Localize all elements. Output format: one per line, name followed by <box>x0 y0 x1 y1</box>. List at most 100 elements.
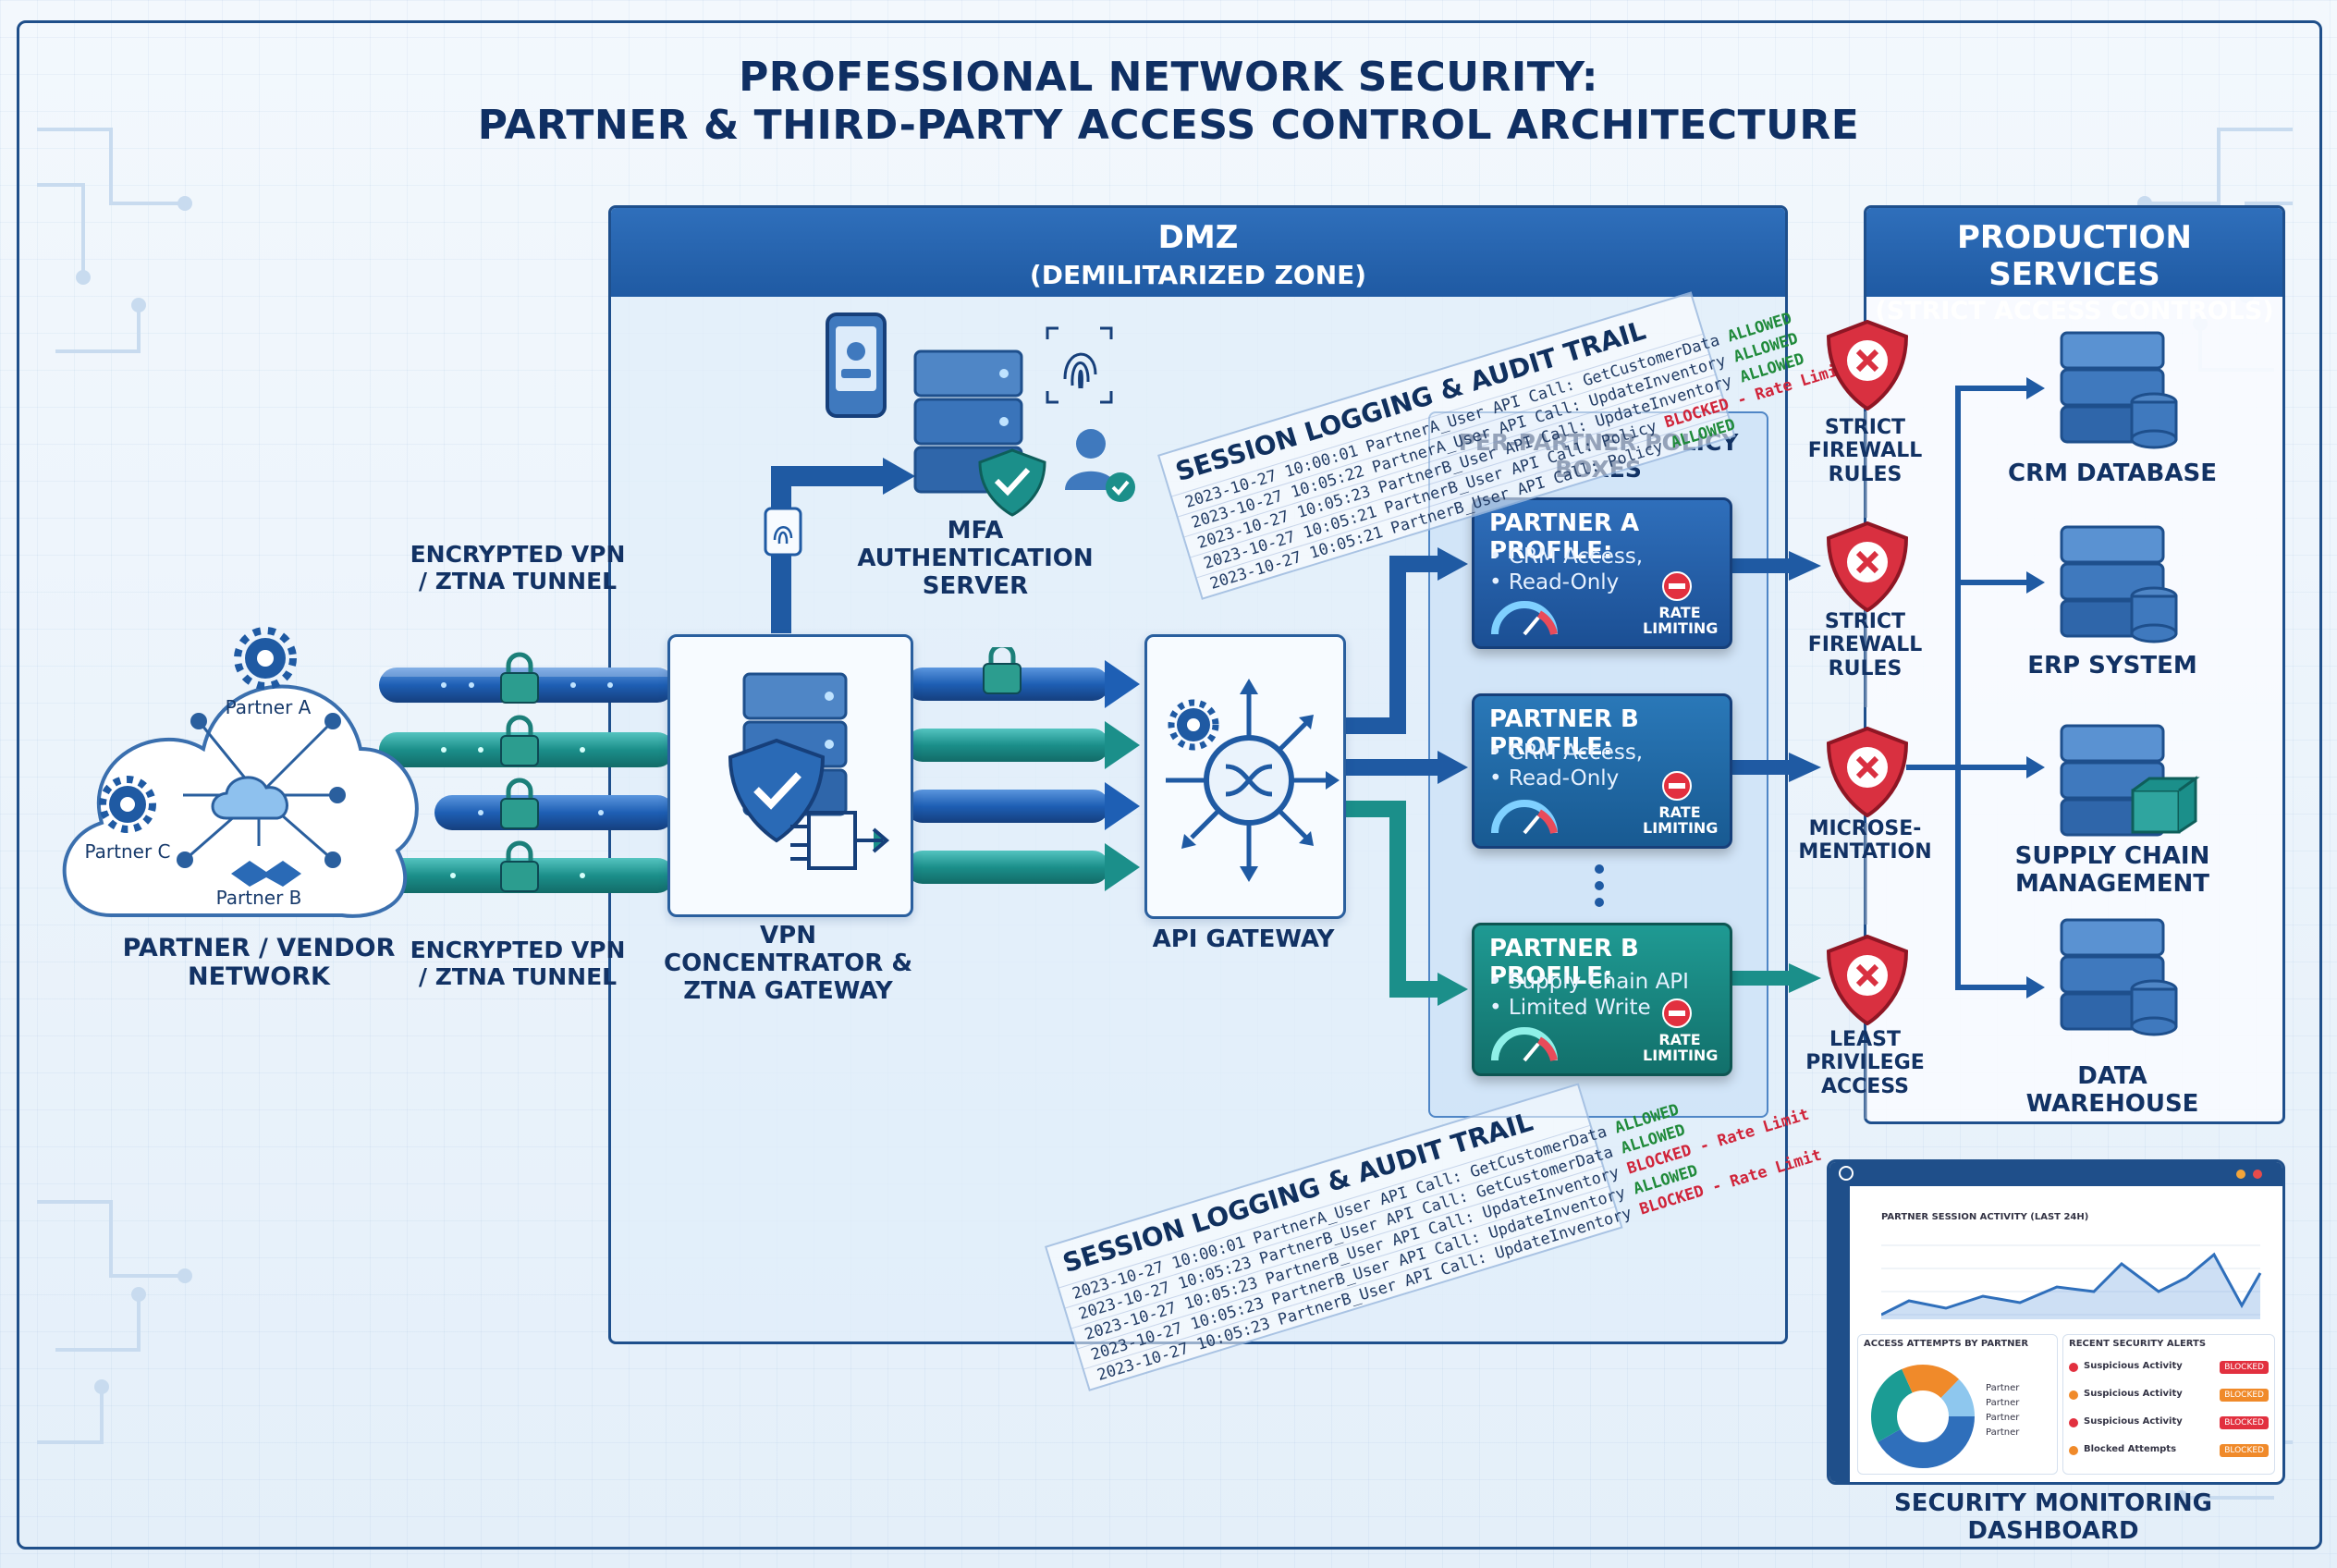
phone-icon <box>826 312 887 418</box>
tunnel-3 <box>434 795 675 830</box>
profile-name: PARTNER A PROFILE: <box>1489 509 1640 565</box>
partner-b-label: Partner B <box>216 887 302 909</box>
alert-icon <box>2069 1446 2078 1455</box>
profile-line: • Limited Write <box>1489 996 1651 1020</box>
alert-tag: BLOCKED <box>2220 1416 2269 1429</box>
alert-icon <box>2069 1390 2078 1400</box>
alert-row[interactable]: Suspicious Activity BLOCKED <box>2069 1387 2269 1409</box>
firewall-label-3: MICROSE- MENTATION <box>1798 817 1932 864</box>
profile-line: • Read-Only <box>1489 570 1620 594</box>
encrypted-tunnels <box>379 652 675 893</box>
vpn-label: VPN CONCENTRATOR & ZTNA GATEWAY <box>664 922 912 1005</box>
vpn-concentrator-box <box>667 634 913 917</box>
title-line-1: PROFESSIONAL NETWORK SECURITY: <box>739 54 1598 101</box>
shield-x-icon <box>1826 934 1909 1026</box>
legend-item: Partner <box>1986 1383 2020 1393</box>
profile-name: PARTNER B PROFILE: <box>1489 705 1639 761</box>
no-entry-icon <box>1662 771 1692 801</box>
dashboard-titlebar <box>1829 1162 2282 1186</box>
profile-name: PARTNER B PROFILE: <box>1489 935 1639 990</box>
access-attempts-title: ACCESS ATTEMPTS BY PARTNER <box>1864 1339 2029 1349</box>
gateway-icon <box>790 811 890 870</box>
api-label: API GATEWAY <box>1152 925 1335 953</box>
dashboard-sidebar <box>1829 1186 1850 1482</box>
alert-tag: BLOCKED <box>2220 1389 2269 1402</box>
firewall-shields <box>1826 319 1909 1026</box>
fingerprint-icon <box>1046 326 1113 404</box>
tunnel-label-top: ENCRYPTED VPN / ZTNA TUNNEL <box>410 541 626 594</box>
tunnel-label-bottom: ENCRYPTED VPN / ZTNA TUNNEL <box>410 937 626 990</box>
activity-chart <box>1881 1244 2262 1319</box>
window-dot-icon <box>2236 1170 2245 1179</box>
gear-icon <box>1168 699 1219 751</box>
alert-title: Blocked Attempts <box>2084 1444 2177 1454</box>
dmz-title: DMZ <box>1157 219 1239 256</box>
profile-line: • CRM Access, <box>1489 741 1644 765</box>
alert-title: Suspicious Activity <box>2084 1416 2183 1427</box>
lock-icon <box>500 652 539 704</box>
access-attempts-panel: ACCESS ATTEMPTS BY PARTNER Partner Partn… <box>1857 1334 2058 1475</box>
service-data-warehouse: DATA WAREHOUSE <box>2025 1062 2199 1118</box>
search-icon <box>1839 1166 1854 1181</box>
gear-icon <box>234 627 297 690</box>
service-crm-database: CRM DATABASE <box>2008 459 2217 487</box>
partner-c-label: Partner C <box>84 840 170 863</box>
handshake-icon <box>231 861 301 887</box>
shield-x-icon <box>1826 521 1909 613</box>
access-pie-chart <box>1871 1365 1975 1468</box>
partner-cloud: Partner A Partner C Partner B <box>62 627 419 918</box>
database-server-icon <box>2060 525 2178 643</box>
alert-title: Suspicious Activity <box>2084 1389 2183 1399</box>
shield-x-icon <box>1826 726 1909 818</box>
lock-icon <box>983 647 1022 694</box>
title-line-2: PARTNER & THIRD-PARTY ACCESS CONTROL ARC… <box>477 102 1860 149</box>
service-supply-chain: SUPPLY CHAIN MANAGEMENT <box>2014 842 2210 898</box>
dashboard-label: SECURITY MONITORING DASHBOARD <box>1893 1489 2213 1545</box>
service-erp-system: ERP SYSTEM <box>2027 652 2197 680</box>
lock-icon <box>500 715 539 766</box>
profile-line: • CRM Access, <box>1489 545 1644 569</box>
profile-line: • Read-Only <box>1489 766 1620 790</box>
gear-icon <box>99 776 156 833</box>
profile-line: • Supply Chain API <box>1489 970 1689 994</box>
activity-chart-title: PARTNER SESSION ACTIVITY (LAST 24H) <box>1881 1212 2089 1222</box>
fingerprint-badge <box>764 507 802 557</box>
shield-check-icon <box>978 448 1046 517</box>
database-server-icon <box>2060 918 2178 1036</box>
legend-item: Partner <box>1986 1413 2020 1423</box>
shield-x-icon <box>1826 319 1909 411</box>
gauge-icon <box>1491 601 1558 636</box>
partner-network-label: PARTNER / VENDOR NETWORK <box>122 934 396 992</box>
security-alerts-panel: RECENT SECURITY ALERTS Suspicious Activi… <box>2062 1334 2275 1475</box>
gauge-icon <box>1491 800 1558 835</box>
policy-profile-partner-b: PARTNER B PROFILE: • CRM Access, • Read-… <box>1472 693 1732 849</box>
legend-item: Partner <box>1986 1398 2020 1408</box>
dmz-subtitle: (DEMILITARIZED ZONE) <box>1029 260 1367 290</box>
alert-tag: BLOCKED <box>2220 1444 2269 1457</box>
rate-limiting-badge: RATE LIMITING <box>1643 603 1719 638</box>
user-check-icon <box>1065 429 1135 502</box>
firewall-label-4: LEAST PRIVILEGE ACCESS <box>1805 1028 1925 1098</box>
firewall-label-2: STRICT FIREWALL RULES <box>1807 610 1923 680</box>
policy-profile-partner-a: PARTNER A PROFILE: • CRM Access, • Read-… <box>1472 497 1732 649</box>
vpn-server-icon <box>728 672 890 870</box>
firewall-label-1: STRICT FIREWALL RULES <box>1807 416 1923 486</box>
no-entry-icon <box>1662 571 1692 601</box>
alerts-title: RECENT SECURITY ALERTS <box>2069 1339 2207 1349</box>
production-service-icons <box>2060 331 2200 1036</box>
alert-row[interactable]: Suspicious Activity BLOCKED <box>2069 1415 2269 1437</box>
alert-row[interactable]: Blocked Attempts BLOCKED <box>2069 1442 2269 1464</box>
no-entry-icon <box>1662 998 1692 1028</box>
rate-limiting-badge: RATE LIMITING <box>1643 802 1719 838</box>
mfa-server-graphic <box>826 312 1135 517</box>
api-gateway-icon <box>1166 679 1340 882</box>
dmz-header: DMZ (DEMILITARIZED ZONE) <box>611 208 1785 297</box>
mfa-label: MFA AUTHENTICATION SERVER <box>857 517 1094 600</box>
shield-icon <box>728 738 826 843</box>
production-title: PRODUCTION SERVICES <box>1957 219 2192 293</box>
gauge-icon <box>1491 1027 1558 1062</box>
internal-tunnels <box>906 647 1140 891</box>
api-gateway-box <box>1144 634 1346 919</box>
